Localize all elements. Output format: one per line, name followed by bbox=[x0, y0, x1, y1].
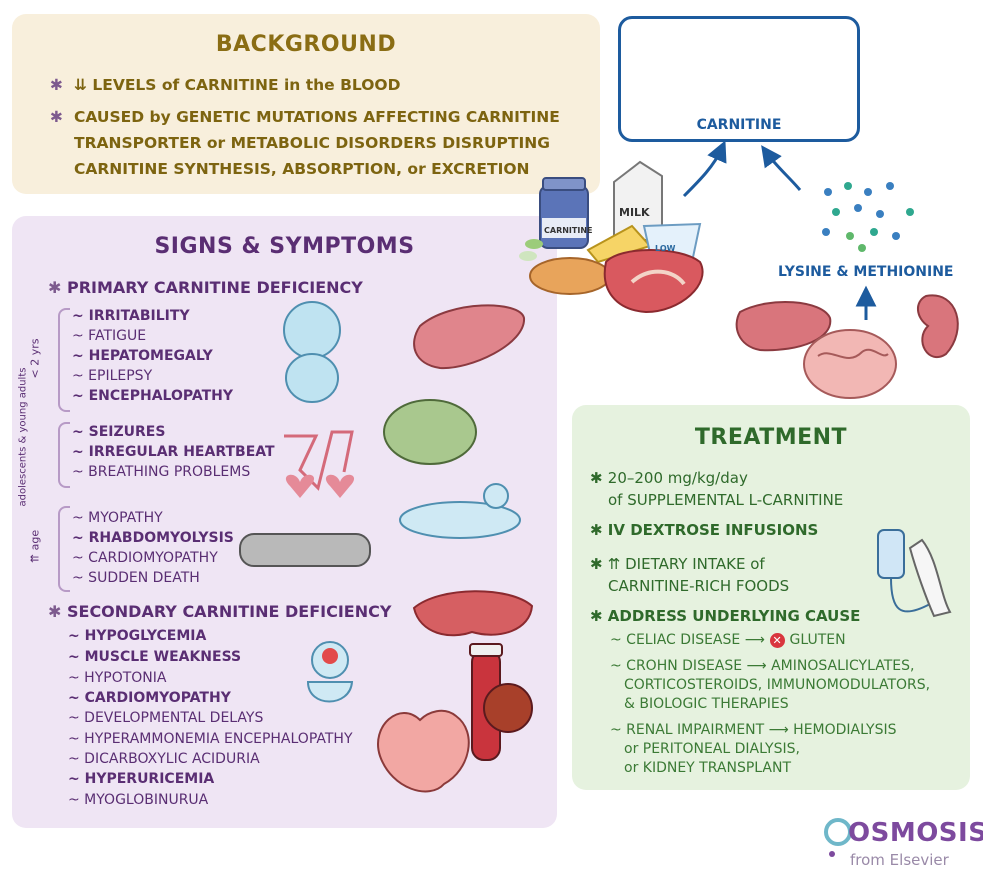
carnitine-label: CARNITINE bbox=[696, 117, 782, 133]
yogurt-label: LOW bbox=[655, 244, 676, 253]
heart-icon bbox=[377, 709, 470, 793]
iv-bag-icon bbox=[877, 529, 931, 613]
symptom: ~ EPILEPSY bbox=[72, 368, 153, 384]
symptom: ~ DEVELOPMENTAL DELAYS bbox=[68, 710, 264, 726]
symptom: ~ MYOPATHY bbox=[72, 510, 163, 526]
treatment-title: TREATMENT bbox=[694, 425, 848, 450]
treatment-dose-2: of SUPPLEMENTAL L-CARNITINE bbox=[608, 491, 844, 509]
background-item-2: ✱CAUSED by GENETIC MUTATIONS AFFECTING C… bbox=[50, 104, 590, 182]
milk-carton-icon bbox=[613, 160, 663, 241]
treatment-crohn-3: & BIOLOGIC THERAPIES bbox=[624, 696, 789, 712]
asterisk-icon: ✱ bbox=[590, 555, 608, 573]
arrow-food-to-carnitine bbox=[682, 140, 727, 198]
primary-heading: ✱ PRIMARY CARNITINE DEFICIENCY bbox=[48, 278, 363, 297]
symptom: ~ SEIZURES bbox=[72, 424, 166, 440]
treatment-renal-2: or PERITONEAL DIALYSIS, bbox=[624, 741, 800, 757]
age-bracket-infant bbox=[58, 308, 70, 412]
asterisk-icon: ✱ bbox=[48, 602, 67, 621]
asterisk-icon: ✱ bbox=[50, 108, 63, 126]
symptom: ~ CARDIOMYOPATHY bbox=[72, 550, 218, 566]
arm-icon bbox=[908, 538, 952, 618]
carnitine-molecule-box: CARNITINE bbox=[618, 16, 860, 142]
age-bracket-adolescent bbox=[58, 422, 70, 488]
symptom: ~ HYPOTONIA bbox=[68, 670, 167, 686]
lying-person-icon bbox=[399, 483, 521, 539]
lysine-methionine-label: LYSINE & METHIONINE bbox=[778, 264, 954, 280]
symptom: ~ SUDDEN DEATH bbox=[72, 570, 200, 586]
symptom: ~ FATIGUE bbox=[72, 328, 147, 344]
background-panel: BACKGROUND ✱⇊ LEVELS of CARNITINE in the… bbox=[12, 14, 600, 194]
asterisk-icon: ✱ bbox=[590, 521, 608, 539]
treatment-address: ✱ ADDRESS UNDERLYING CAUSE bbox=[590, 607, 861, 625]
steak-icon bbox=[603, 249, 704, 314]
treatment-iv: ✱ IV DEXTROSE INFUSIONS bbox=[590, 521, 819, 539]
brain-icon bbox=[383, 399, 477, 465]
crying-baby-icon bbox=[283, 301, 341, 403]
asterisk-icon: ✱ bbox=[590, 607, 608, 625]
symptom: ~ DICARBOXYLIC ACIDURIA bbox=[68, 751, 260, 767]
kidney-icon bbox=[917, 294, 959, 358]
amino-acid-dots-icon bbox=[822, 182, 914, 252]
fish-icon bbox=[529, 257, 611, 295]
treatment-crohn-1: ~ CROHN DISEASE ⟶ AMINOSALICYLATES, bbox=[610, 658, 915, 674]
enlarged-liver-icon bbox=[413, 304, 526, 370]
bottle-label: CARNITINE bbox=[544, 226, 593, 235]
dizzy-person-icon bbox=[306, 641, 354, 703]
background-title: BACKGROUND bbox=[215, 32, 397, 57]
logo-name: OSMOSIS bbox=[848, 818, 983, 848]
asterisk-icon: ✱ bbox=[50, 76, 63, 94]
muscle-fiber-icon bbox=[239, 533, 371, 567]
symptom: ~ IRRITABILITY bbox=[72, 308, 190, 324]
treatment-renal-1: ~ RENAL IMPAIRMENT ⟶ HEMODIALYSIS bbox=[610, 722, 897, 738]
treatment-celiac: ~ CELIAC DISEASE ⟶ ✕ GLUTEN bbox=[610, 632, 846, 648]
treatment-renal-3: or KIDNEY TRANSPLANT bbox=[624, 760, 791, 776]
carnitine-bottle-icon bbox=[539, 177, 589, 249]
symptom: ~ RHABDOMYOLYSIS bbox=[72, 530, 234, 546]
pills-icon bbox=[519, 239, 543, 261]
uric-acid-crystal-icon bbox=[483, 683, 533, 733]
age-bracket-older bbox=[58, 506, 70, 592]
arrow-precursor-to-carnitine bbox=[761, 145, 802, 191]
osmosis-logo-icon bbox=[824, 818, 852, 857]
treatment-diet: ✱ ⇈ DIETARY INTAKE of bbox=[590, 555, 765, 573]
muscle-icon bbox=[412, 590, 534, 637]
osmosis-logo: OSMOSIS from Elsevier bbox=[820, 818, 983, 878]
symptom: ~ HYPERAMMONEMIA ENCEPHALOPATHY bbox=[68, 731, 353, 747]
brain-icon bbox=[803, 329, 897, 399]
symptom: ~ MYOGLOBINURUA bbox=[68, 792, 209, 808]
treatment-panel: TREATMENT ✱ 20–200 mg/kg/day of SUPPLEME… bbox=[572, 405, 970, 790]
no-icon: ✕ bbox=[769, 632, 785, 648]
signs-symptoms-title: SIGNS & SYMPTOMS bbox=[154, 234, 415, 259]
treatment-crohn-2: CORTICOSTEROIDS, IMMUNOMODULATORS, bbox=[624, 677, 931, 693]
secondary-heading: ✱ SECONDARY CARNITINE DEFICIENCY bbox=[48, 602, 392, 621]
symptom: ~ CARDIOMYOPATHY bbox=[68, 690, 231, 706]
treatment-diet-2: CARNITINE-RICH FOODS bbox=[608, 577, 790, 595]
symptom: ~ MUSCLE WEAKNESS bbox=[68, 649, 242, 665]
logo-subtitle: from Elsevier bbox=[850, 851, 949, 869]
asterisk-icon: ✱ bbox=[590, 469, 608, 487]
symptom: ~ ENCEPHALOPATHY bbox=[72, 388, 233, 404]
background-item-1: ✱⇊ LEVELS of CARNITINE in the BLOOD bbox=[50, 72, 590, 98]
symptom: ~ HEPATOMEGALY bbox=[72, 348, 213, 364]
treatment-dose: ✱ 20–200 mg/kg/day bbox=[590, 469, 748, 487]
background-list: ✱⇊ LEVELS of CARNITINE in the BLOOD ✱CAU… bbox=[50, 72, 590, 188]
symptom: ~ HYPOGLYCEMIA bbox=[68, 628, 207, 644]
symptom: ~ IRREGULAR HEARTBEAT bbox=[72, 444, 275, 460]
asterisk-icon: ✱ bbox=[48, 278, 67, 297]
irregular-heartbeat-icon bbox=[284, 430, 355, 498]
milk-label: MILK bbox=[619, 206, 650, 219]
symptom: ~ HYPERURICEMIA bbox=[68, 771, 215, 787]
symptom: ~ BREATHING PROBLEMS bbox=[72, 464, 251, 480]
